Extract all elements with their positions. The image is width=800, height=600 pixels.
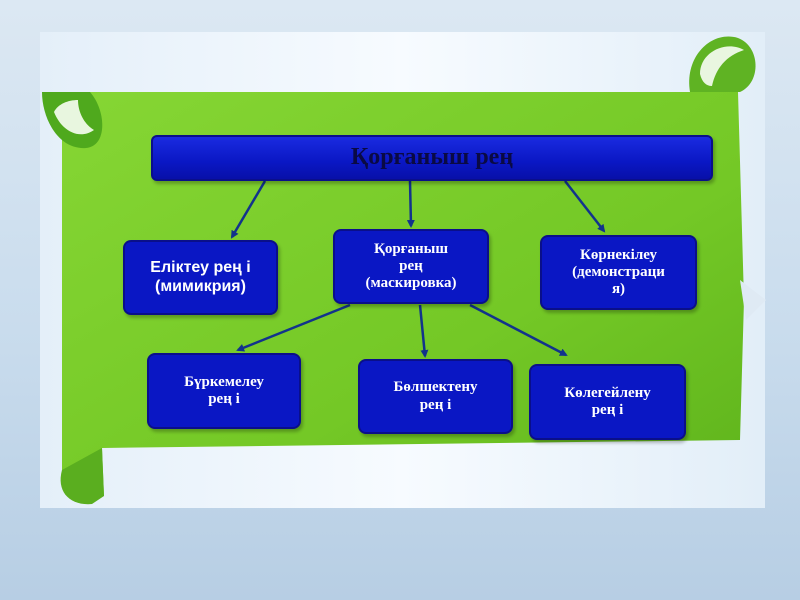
node-disruptive-line2: рең і: [394, 397, 478, 414]
arrow-root-to-camouflage: [410, 181, 411, 226]
node-disruptive-line1: Бөлшектену: [394, 379, 478, 396]
node-shading: Көлегейлену рең і: [529, 364, 686, 440]
scroll-curl-top-right: [689, 37, 755, 92]
node-mimicry-line1: Еліктеу рең і: [150, 259, 250, 277]
node-concealing: Бүркемелеу рең і: [147, 353, 301, 429]
node-demonstration-line1: Көрнекілеу: [572, 247, 665, 264]
node-camouflage: Қорғаныш рең (маскировка): [333, 229, 489, 304]
node-demonstration-line3: я): [572, 281, 665, 298]
node-concealing-line2: рең і: [184, 391, 264, 408]
node-shading-line2: рең і: [564, 402, 651, 419]
node-disruptive: Бөлшектену рең і: [358, 359, 513, 434]
node-camouflage-line1: Қорғаныш: [365, 241, 456, 258]
scroll-edge-right: [740, 280, 766, 320]
node-camouflage-line2: рең: [365, 258, 456, 275]
node-camouflage-line3: (маскировка): [365, 275, 456, 292]
root-node-label: Қорғаныш рең: [351, 144, 513, 172]
node-shading-line1: Көлегейлену: [564, 385, 651, 402]
root-node: Қорғаныш рең: [151, 135, 713, 181]
node-mimicry: Еліктеу рең і (мимикрия): [123, 240, 278, 315]
node-demonstration: Көрнекілеу (демонстраци я): [540, 235, 697, 310]
node-concealing-line1: Бүркемелеу: [184, 374, 264, 391]
node-mimicry-line2: (мимикрия): [150, 278, 250, 296]
node-demonstration-line2: (демонстраци: [572, 264, 665, 281]
